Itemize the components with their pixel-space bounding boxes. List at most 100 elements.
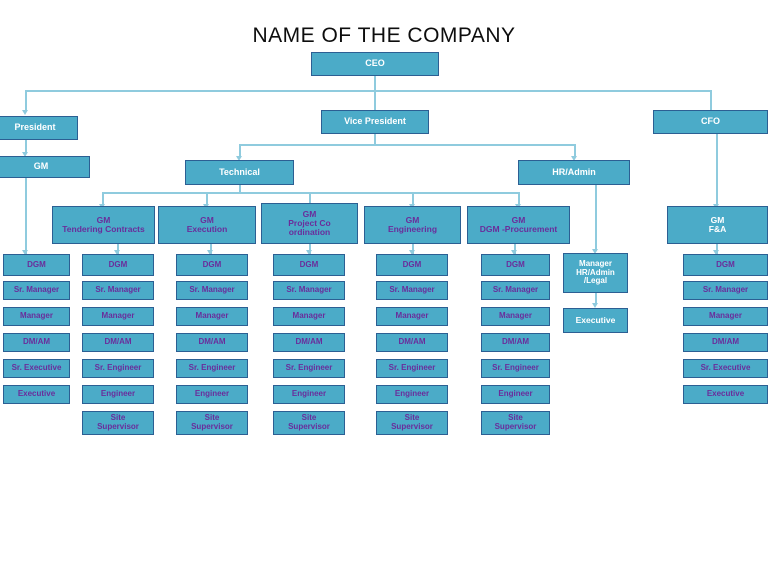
role-box[interactable]: Engineer [481, 385, 550, 404]
role-box[interactable]: Sr. Engineer [481, 359, 550, 378]
node-gm-execution[interactable]: GM Execution [158, 206, 256, 244]
role-box[interactable]: Sr. Engineer [376, 359, 448, 378]
role-box[interactable]: Sr. Engineer [176, 359, 248, 378]
role-box[interactable]: DGM [376, 254, 448, 276]
role-box[interactable]: Executive [3, 385, 70, 404]
connector-technical-down [239, 185, 241, 192]
node-executive-hr[interactable]: Executive [563, 308, 628, 333]
connector-branch-2 [206, 192, 208, 204]
role-box[interactable]: DM/AM [481, 333, 550, 352]
role-box[interactable]: DM/AM [376, 333, 448, 352]
role-box[interactable]: Sr. Manager [3, 281, 70, 300]
connector-to-hr-admin [574, 144, 576, 156]
connector-technical-bar [102, 192, 519, 194]
role-box[interactable]: Sr. Engineer [82, 359, 154, 378]
arrow-col6-dgm [511, 250, 517, 255]
connector-to-cfo [710, 90, 712, 110]
role-box[interactable]: Site Supervisor [376, 411, 448, 435]
node-gm-engineering[interactable]: GM Engineering [364, 206, 461, 244]
role-box[interactable]: Site Supervisor [481, 411, 550, 435]
node-gm-tendering-contracts[interactable]: GM Tendering Contracts [52, 206, 155, 244]
connector-gm1-dgm [117, 244, 119, 254]
role-box[interactable]: Engineer [376, 385, 448, 404]
node-ceo[interactable]: CEO [311, 52, 439, 76]
connector-ceo-bar [25, 90, 710, 92]
connector-president-gm [25, 140, 27, 152]
connector-to-president [25, 90, 27, 110]
node-president[interactable]: President [0, 116, 78, 140]
role-box[interactable]: Sr. Manager [683, 281, 768, 300]
role-box[interactable]: Sr. Executive [683, 359, 768, 378]
role-box[interactable]: DM/AM [683, 333, 768, 352]
role-box[interactable]: Sr. Manager [82, 281, 154, 300]
connector-hradmin-manager [595, 185, 597, 251]
role-box[interactable]: Manager [683, 307, 768, 326]
role-box[interactable]: DGM [481, 254, 550, 276]
arrow-col3-dgm [207, 250, 213, 255]
connector-branch-3 [309, 192, 311, 204]
arrow-col7-dgm [713, 250, 719, 255]
node-gm-president[interactable]: GM [0, 156, 90, 178]
node-hr-admin[interactable]: HR/Admin [518, 160, 630, 185]
role-box[interactable]: Sr. Manager [176, 281, 248, 300]
role-box[interactable]: Engineer [82, 385, 154, 404]
connector-gmfa-dgm [716, 244, 718, 254]
role-box[interactable]: Manager [273, 307, 345, 326]
role-box[interactable]: Engineer [273, 385, 345, 404]
role-box[interactable]: DGM [683, 254, 768, 276]
role-box[interactable]: Engineer [176, 385, 248, 404]
role-box[interactable]: Manager [376, 307, 448, 326]
role-box[interactable]: DM/AM [3, 333, 70, 352]
role-box[interactable]: DGM [176, 254, 248, 276]
connector-gmpres-dgm [25, 178, 27, 254]
connector-to-technical [239, 144, 241, 156]
role-box[interactable]: DM/AM [273, 333, 345, 352]
connector-gm4-dgm [412, 244, 414, 254]
arrow-manager-hr [592, 249, 598, 254]
connector-vp-bar [239, 144, 575, 146]
role-box[interactable]: Sr. Engineer [273, 359, 345, 378]
node-vice-president[interactable]: Vice President [321, 110, 429, 134]
connector-to-vice-president [374, 90, 376, 110]
connector-cfo-gmfa [716, 134, 718, 204]
node-gm-fa[interactable]: GM F&A [667, 206, 768, 244]
connector-branch-4 [412, 192, 414, 204]
arrow-col4-dgm [306, 250, 312, 255]
role-box[interactable]: Manager [3, 307, 70, 326]
connector-manager-executive [595, 293, 597, 303]
arrow-executive-hr [592, 303, 598, 308]
role-box[interactable]: Sr. Manager [376, 281, 448, 300]
role-box[interactable]: DM/AM [82, 333, 154, 352]
node-gm-project-coordination[interactable]: GM Project Co ordination [261, 203, 358, 244]
connector-gm5-dgm [514, 244, 516, 254]
role-box[interactable]: Manager [82, 307, 154, 326]
connector-branch-1 [102, 192, 104, 204]
node-cfo[interactable]: CFO [653, 110, 768, 134]
node-gm-dgm-procurement[interactable]: GM DGM -Procurement [467, 206, 570, 244]
role-box[interactable]: Manager [481, 307, 550, 326]
role-box[interactable]: DGM [82, 254, 154, 276]
arrow-col1-dgm [22, 250, 28, 255]
role-box[interactable]: Site Supervisor [176, 411, 248, 435]
page-title: NAME OF THE COMPANY [252, 24, 516, 47]
role-box[interactable]: DM/AM [176, 333, 248, 352]
arrow-technical [236, 156, 242, 161]
role-box[interactable]: Sr. Executive [3, 359, 70, 378]
role-box[interactable]: Sr. Manager [273, 281, 345, 300]
arrow-gm-president [22, 152, 28, 157]
role-box[interactable]: DGM [273, 254, 345, 276]
arrow-col5-dgm [409, 250, 415, 255]
role-box[interactable]: Sr. Manager [481, 281, 550, 300]
connector-vp-down [374, 134, 376, 144]
arrow-hr-admin [571, 156, 577, 161]
role-box[interactable]: Executive [683, 385, 768, 404]
role-box[interactable]: Site Supervisor [82, 411, 154, 435]
role-box[interactable]: DGM [3, 254, 70, 276]
connector-gm3-dgm [309, 244, 311, 254]
node-manager-hr-admin-legal[interactable]: Manager HR/Admin /Legal [563, 253, 628, 293]
connector-ceo-down [374, 76, 376, 90]
role-box[interactable]: Site Supervisor [273, 411, 345, 435]
node-technical[interactable]: Technical [185, 160, 294, 185]
role-box[interactable]: Manager [176, 307, 248, 326]
